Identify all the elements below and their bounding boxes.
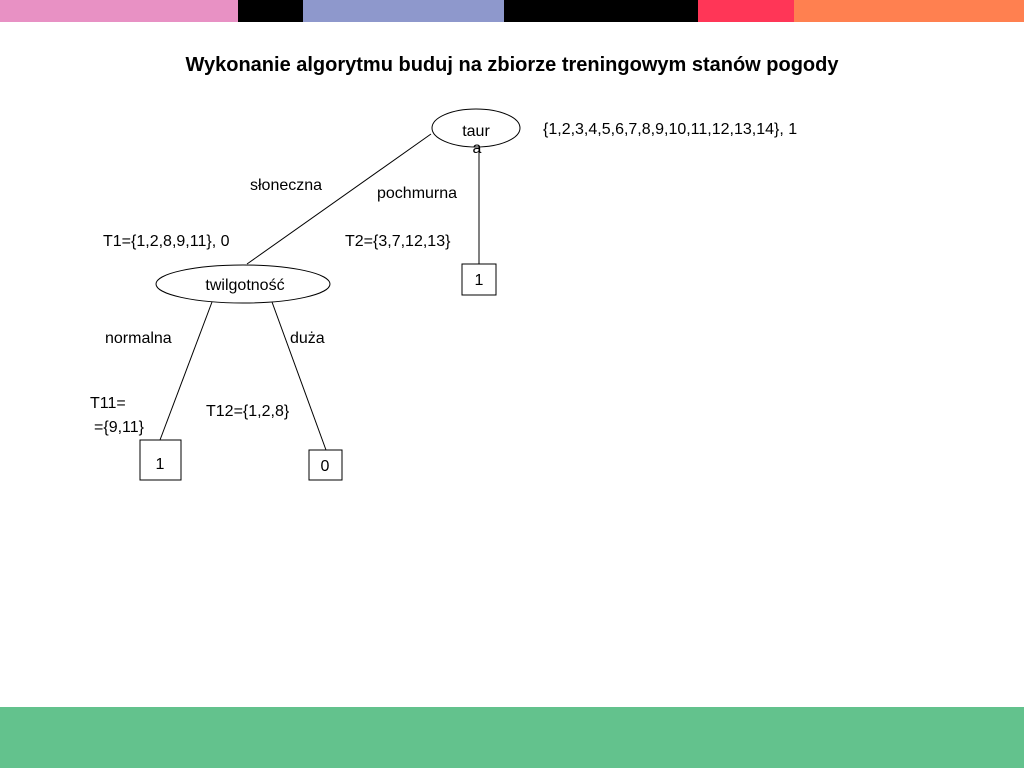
branch-label-pochmurna: pochmurna: [377, 185, 457, 202]
root-node-label-line2: a: [473, 140, 482, 157]
set-label-t11-line1: T11=: [90, 395, 126, 412]
humidity-node-label: twilgotność: [205, 277, 284, 294]
slide-title: Wykonanie algorytmu buduj na zbiorze tre…: [185, 54, 839, 76]
top-bar-segment-red: [698, 0, 794, 22]
branch-label-normalna: normalna: [105, 330, 172, 347]
leaf-label-duza: 0: [321, 458, 330, 475]
bottom-color-bar: [0, 707, 1024, 768]
top-bar-segment-pink: [0, 0, 238, 22]
branch-label-duza: duża: [290, 330, 325, 347]
leaf-label-pochmurna: 1: [475, 272, 484, 289]
top-bar-segment-orange: [794, 0, 1024, 22]
set-label-t1: T1={1,2,8,9,11}, 0: [103, 233, 230, 250]
top-bar-segment-black-1: [238, 0, 303, 22]
leaf-box-duza: [308, 449, 343, 481]
root-set-label: {1,2,3,4,5,6,7,8,9,10,11,12,13,14}, 1: [543, 121, 797, 138]
edge-humidity-duza: [271, 301, 327, 451]
top-bar-segment-black-2: [504, 0, 698, 22]
leaf-box-pochmurna: [461, 263, 497, 296]
branch-label-sloneczna: słoneczna: [250, 177, 322, 194]
leaf-label-normalna: 1: [156, 456, 165, 473]
edge-root-sloneczna: [246, 133, 432, 265]
set-label-t11-line2: ={9,11}: [94, 419, 145, 436]
humidity-node-ellipse: [155, 264, 331, 304]
root-node-label-line1: taur: [462, 123, 490, 140]
edge-humidity-normalna: [159, 301, 213, 441]
top-color-bar: [0, 0, 1024, 22]
top-bar-segment-lavender: [303, 0, 504, 22]
leaf-box-normalna: [139, 439, 182, 481]
root-node-ellipse: [431, 108, 521, 148]
set-label-t12: T12={1,2,8}: [206, 403, 290, 420]
set-label-t2: T2={3,7,12,13}: [345, 233, 451, 250]
